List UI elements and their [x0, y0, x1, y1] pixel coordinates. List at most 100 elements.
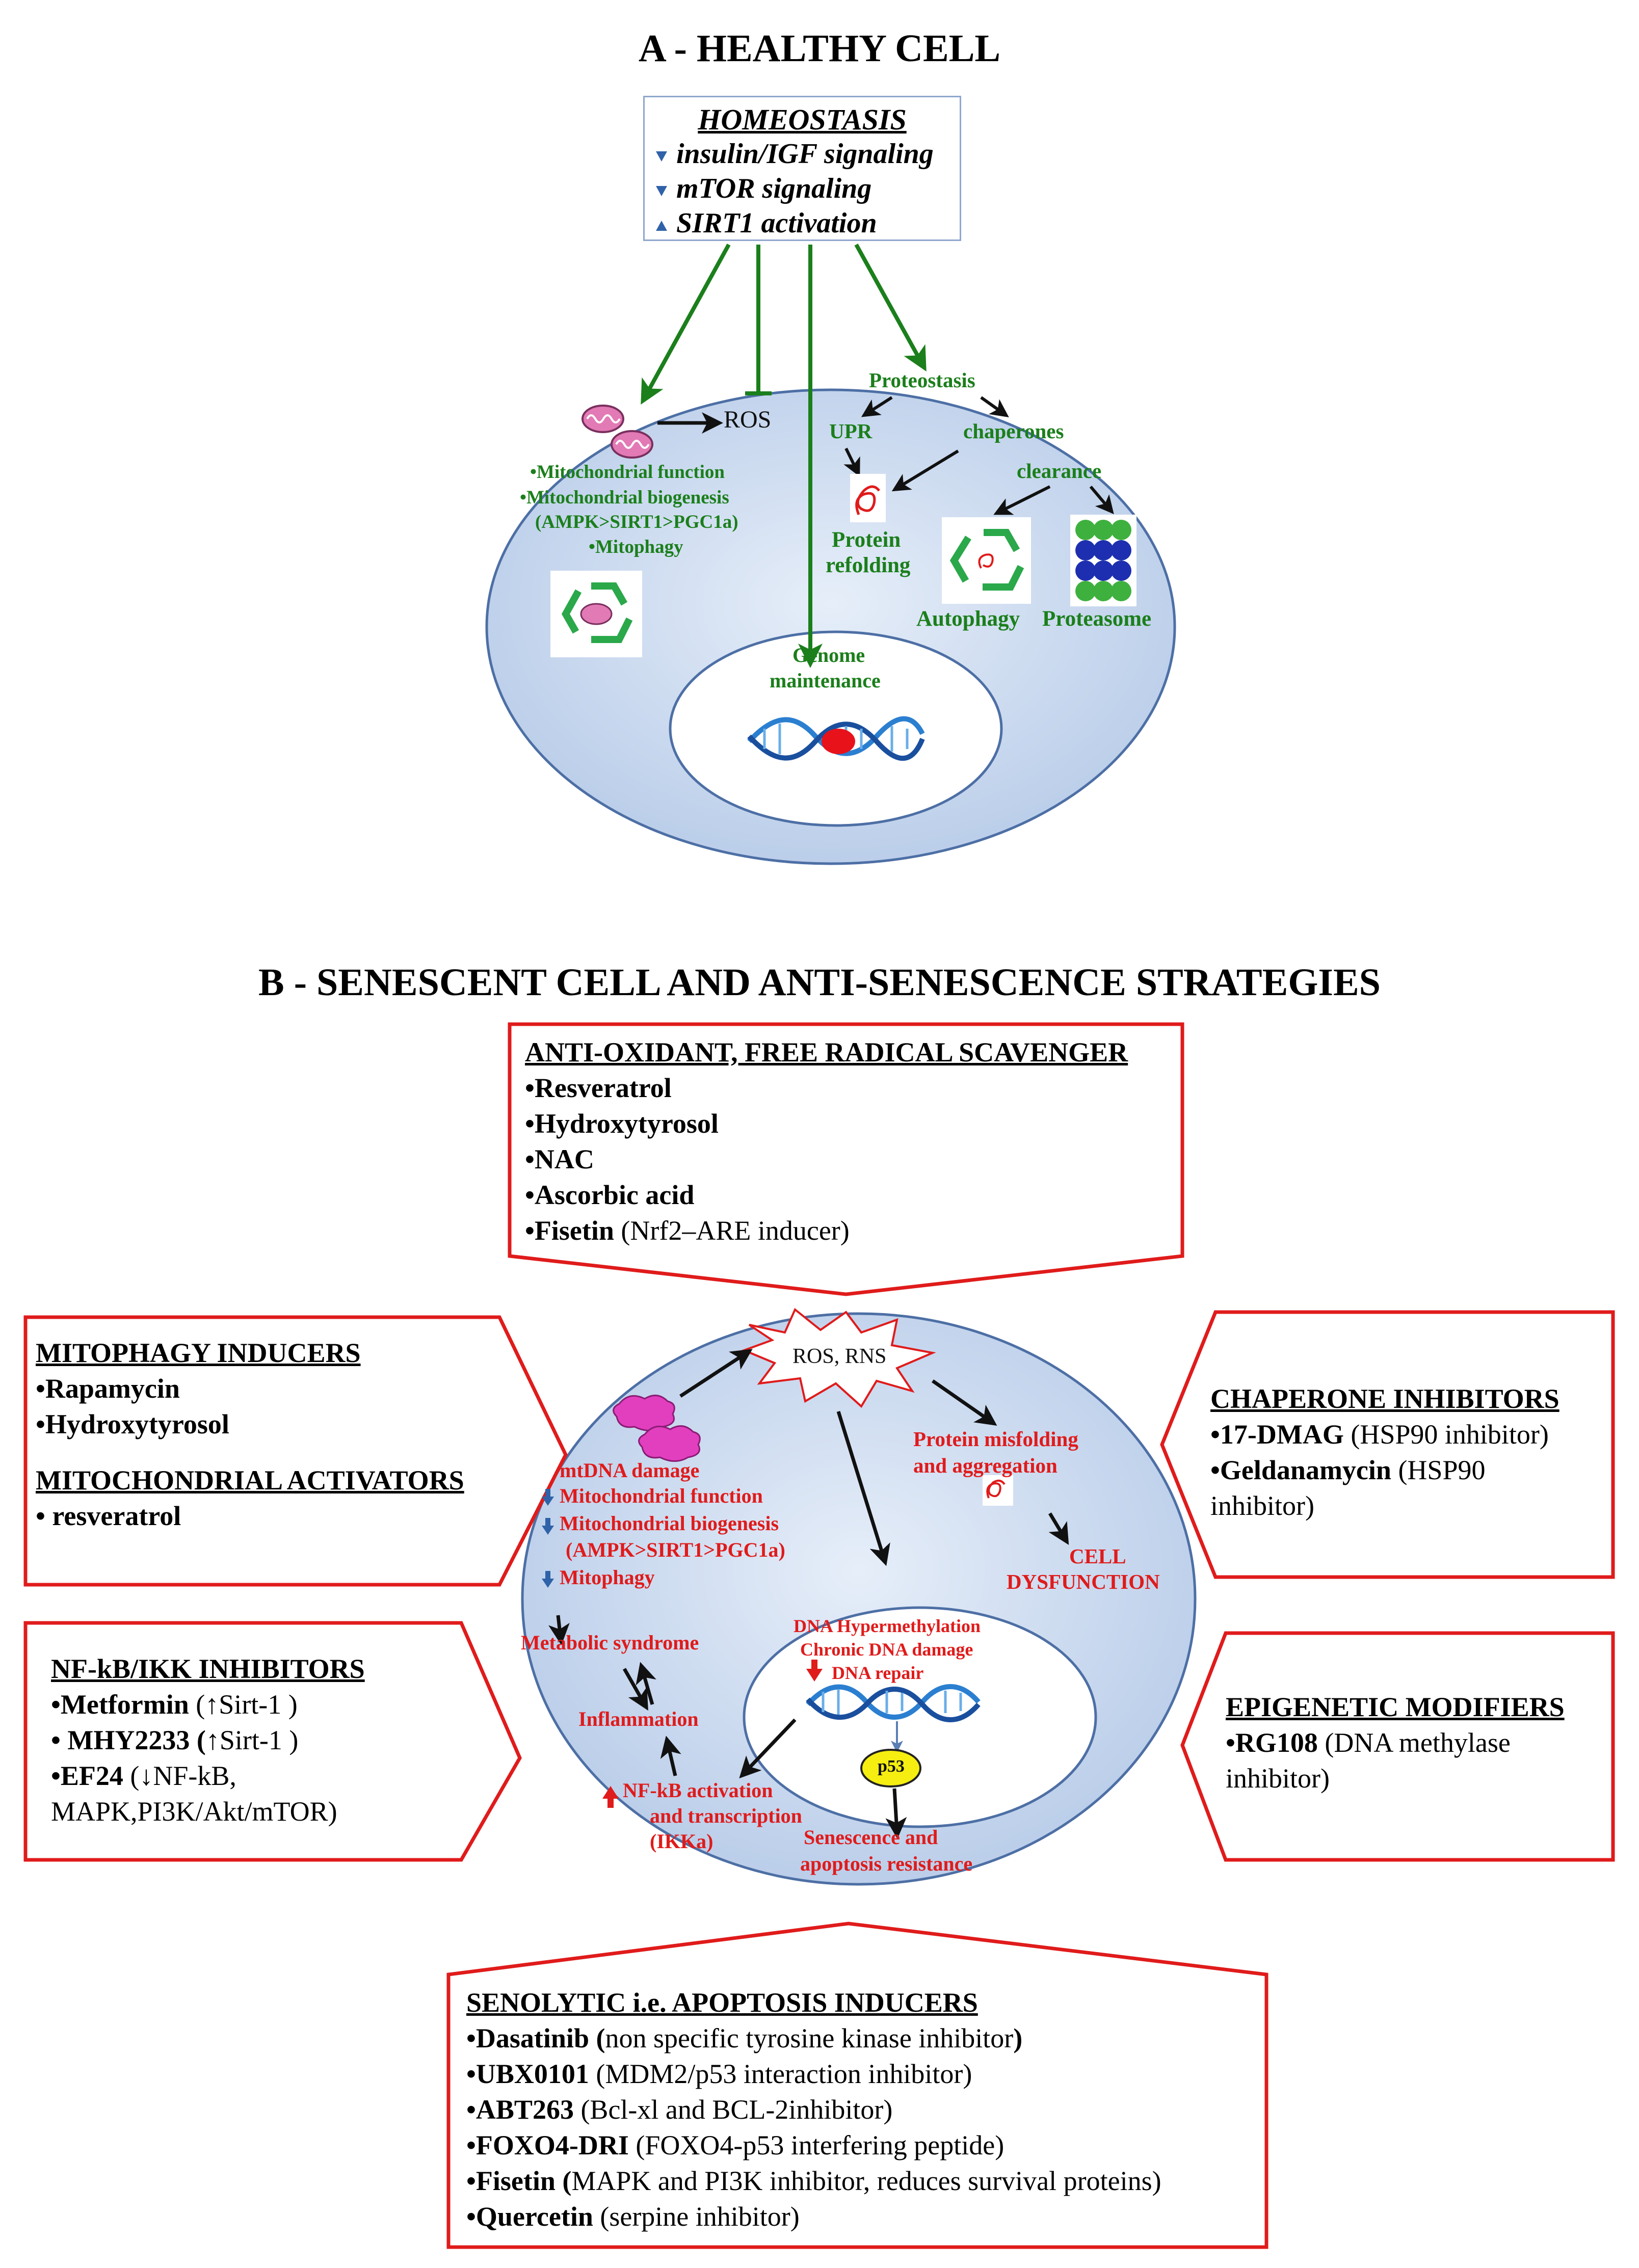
nfkb-item: • MHY2233 (↑Sirt-1 )	[51, 1725, 299, 1755]
ros-label: ROS	[724, 406, 772, 433]
misfolded-protein-icon	[983, 1475, 1013, 1506]
cell-dysfunction-label-1: CELL	[1069, 1544, 1126, 1568]
mitophagy-item: •Rapamycin	[36, 1373, 180, 1404]
homeostasis-heading: HOMEOSTASIS	[698, 103, 907, 136]
epigenetic-box	[1180, 1631, 1615, 1862]
nfkb-activation-label-2: and transcription	[650, 1804, 802, 1827]
chaperone-item: •17-DMAG (HSP90 inhibitor)	[1210, 1419, 1549, 1450]
arrow-ros-to-misfold	[932, 1379, 997, 1426]
antioxidant-content: ANTI-OXIDANT, FREE RADICAL SCAVENGER •Re…	[525, 1034, 1128, 1248]
nfkb-content: NF-kB/IKK INHIBITORS •Metformin (↑Sirt-1…	[51, 1651, 365, 1829]
arrow-dna-to-nfkb	[739, 1718, 797, 1779]
dna-damage-dot	[822, 729, 855, 754]
mitophagy-content: MITOPHAGY INDUCERS •Rapamycin •Hydroxyty…	[36, 1335, 464, 1534]
antioxidant-item: •NAC	[525, 1144, 594, 1175]
p53-label: p53	[878, 1757, 905, 1776]
mtdna-damage-label: mtDNA damage	[560, 1459, 700, 1482]
antioxidant-item: •Fisetin (Nrf2–ARE inducer)	[525, 1215, 850, 1246]
mito-func-down-arrow-icon	[542, 1489, 554, 1506]
arrow-misfold-to-dysfunction	[1048, 1512, 1069, 1545]
down-arrow-icon	[656, 151, 667, 162]
ros-rns-label: ROS, RNS	[792, 1345, 887, 1368]
proteasome-icon	[1070, 515, 1136, 606]
mito-biogenesis-label: •Mitochondrial biogenesis	[520, 487, 729, 508]
dna-repair-down-arrow-icon	[806, 1660, 823, 1682]
panel-b-title: B - SENESCENT CELL AND ANTI-SENESCENCE S…	[258, 961, 1381, 1004]
arrow-chaperones-refold	[891, 449, 959, 492]
dna-icon-senescent	[806, 1684, 981, 1722]
dna-repair-label: DNA repair	[832, 1663, 924, 1683]
arrow-mitophagy-to-metabolic	[548, 1615, 570, 1645]
antioxidant-item: •Hydroxytyrosol	[525, 1108, 719, 1139]
p53-badge	[860, 1749, 921, 1787]
senolytic-content: SENOLYTIC i.e. APOPTOSIS INDUCERS •Dasat…	[466, 1985, 1161, 2234]
homeostasis-item-insulin: insulin/IGF signaling	[656, 137, 948, 171]
mito-function-b-label: Mitochondrial function	[560, 1484, 763, 1507]
antioxidant-item: •Resveratrol	[525, 1073, 672, 1103]
arrow-proteostasis-upr	[861, 396, 893, 417]
senescence-label-2: apoptosis resistance	[800, 1852, 973, 1875]
metabolic-syndrome-label: Metabolic syndrome	[521, 1631, 699, 1654]
dna-icon	[747, 716, 925, 761]
mito-activators-heading: MITOCHONDRIAL ACTIVATORS	[36, 1465, 464, 1496]
damaged-mitochondria-icon	[613, 1395, 701, 1462]
protein-icon	[850, 474, 886, 522]
autophagy-label: Autophagy	[916, 607, 1020, 631]
clearance-label: clearance	[1017, 459, 1102, 483]
senolytic-item: •FOXO4-DRI (FOXO4-p53 interfering peptid…	[466, 2130, 1004, 2160]
arrow-metabolic-to-inflammation	[622, 1668, 648, 1711]
epigenetic-content: EPIGENETIC MODIFIERS •RG108 (DNA methyla…	[1226, 1689, 1565, 1796]
dna-hypermethylation-label: DNA Hypermethylation	[794, 1616, 981, 1636]
senolytic-heading: SENOLYTIC i.e. APOPTOSIS INDUCERS	[466, 1987, 978, 2018]
chaperone-heading: CHAPERONE INHIBITORS	[1210, 1383, 1559, 1414]
arrow-clearance-proteasome	[1089, 486, 1114, 515]
chaperone-content: CHAPERONE INHIBITORS •17-DMAG (HSP90 inh…	[1210, 1381, 1559, 1524]
nfkb-item-cont: MAPK,PI3K/Akt/mTOR)	[51, 1796, 337, 1827]
proteasome-label: Proteasome	[1042, 607, 1152, 631]
arrow-to-proteostasis	[854, 244, 927, 372]
mito-activators-item: • resveratrol	[36, 1501, 181, 1531]
upr-label: UPR	[829, 419, 873, 443]
senolytic-item: •Quercetin (serpine inhibitor)	[466, 2201, 800, 2232]
nfkb-heading: NF-kB/IKK INHIBITORS	[51, 1653, 365, 1684]
antioxidant-heading: ANTI-OXIDANT, FREE RADICAL SCAVENGER	[525, 1037, 1128, 1068]
protein-refolding-label-2: refolding	[826, 553, 911, 577]
epigenetic-item-cont: inhibitor)	[1226, 1763, 1330, 1794]
recycle-icon	[550, 571, 642, 657]
mito-pathway-b-label: (AMPK>SIRT1>PGC1a)	[566, 1538, 785, 1561]
mitophagy-b-label: Mitophagy	[560, 1566, 655, 1589]
nfkb-item: •EF24 (↓NF-kB,	[51, 1760, 236, 1791]
homeostasis-item-mtor: mTOR signaling	[656, 171, 948, 206]
arrow-proteostasis-chaperones	[980, 396, 1009, 417]
epigenetic-item: •RG108 (DNA methylase	[1226, 1727, 1511, 1758]
cell-dysfunction-label-2: DYSFUNCTION	[1007, 1570, 1160, 1593]
ros-rns-burst	[741, 1308, 936, 1408]
mito-biogenesis-b-label: Mitochondrial biogenesis	[560, 1512, 779, 1535]
chaperone-box	[1160, 1310, 1615, 1579]
mito-pathway-label: (AMPK>SIRT1>PGC1a)	[535, 512, 738, 532]
senolytic-item: •Fisetin (MAPK and PI3K inhibitor, reduc…	[466, 2166, 1161, 2196]
nfkb-activation-label-3: (IKKa)	[650, 1830, 713, 1853]
mito-bio-down-arrow-icon	[542, 1518, 554, 1535]
down-arrow-icon	[656, 186, 667, 197]
mitophagy-label: •Mitophagy	[589, 537, 683, 557]
mitophagy-heading: MITOPHAGY INDUCERS	[36, 1338, 361, 1368]
genome-label-2: maintenance	[770, 669, 881, 692]
senescent-nucleus	[743, 1606, 1097, 1828]
mitochondria-icon	[581, 405, 653, 459]
protein-misfolding-label-2: and aggregation	[913, 1454, 1058, 1477]
homeostasis-item-sirt1: SIRT1 activation	[656, 206, 948, 241]
senescence-label-1: Senescence and	[804, 1826, 938, 1849]
mito-function-label: •Mitochondrial function	[530, 462, 725, 483]
antioxidant-item: •Ascorbic acid	[525, 1180, 695, 1210]
senolytic-item: •ABT263 (Bcl-xl and BCL-2inhibitor)	[466, 2094, 893, 2125]
panel-a-title: A - HEALTHY CELL	[638, 27, 1001, 70]
nfkb-up-arrow-icon	[602, 1786, 619, 1808]
chaperone-item-cont: inhibitor)	[1210, 1490, 1314, 1521]
senolytic-item: •UBX0101 (MDM2/p53 interaction inhibitor…	[466, 2059, 972, 2089]
proteostasis-label: Proteostasis	[869, 368, 975, 392]
arrow-to-mitochondria	[641, 244, 731, 405]
arrow-inflammation-to-metabolic	[636, 1662, 656, 1705]
nfkb-item: •Metformin (↑Sirt-1 )	[51, 1689, 298, 1720]
